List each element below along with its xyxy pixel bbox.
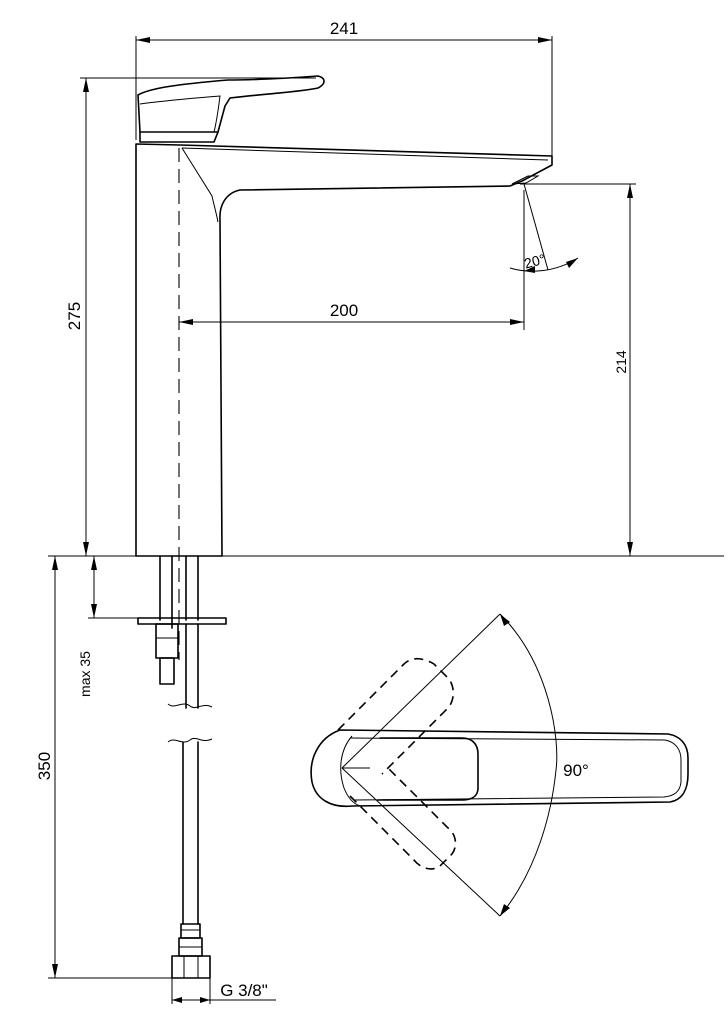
- rotation-construction-line-1: [341, 613, 501, 769]
- overall-height-label: 275: [65, 302, 84, 330]
- handle-inner-outline: [349, 737, 682, 801]
- handle-top-view: [310, 613, 689, 917]
- lever-handle-detail: [139, 95, 221, 133]
- spout-angle-label: 20°: [522, 251, 547, 272]
- handle-rotation-label: 90°: [563, 761, 589, 780]
- hose-length-label: 350: [35, 752, 54, 780]
- mounting-nut: [159, 657, 175, 685]
- cartridge-cap: [139, 131, 219, 143]
- dimension-lines: [48, 36, 724, 1004]
- rotation-construction-line-2: [341, 767, 501, 917]
- spout-height-label: 214: [613, 350, 629, 374]
- rotation-arc: [499, 613, 558, 917]
- faucet-body: [135, 143, 553, 557]
- body-inner-contour: [181, 147, 219, 223]
- mounting-plate: [137, 617, 227, 625]
- handle-grip: [377, 737, 479, 801]
- supply-tubes: [159, 555, 199, 629]
- connection-thread-label: G 3/8": [220, 981, 268, 1000]
- handle-main-outline: [310, 729, 689, 808]
- spout-reach-label: 200: [330, 301, 358, 320]
- mounting-stud: [155, 623, 179, 659]
- connection-nut: [171, 955, 211, 979]
- faucet-side-view: [135, 75, 553, 979]
- max-counter-thickness-label: max 35: [77, 651, 93, 697]
- spout-top-contour: [181, 147, 549, 161]
- lever-handle: [137, 75, 325, 133]
- overall-width-label: 241: [330, 19, 358, 38]
- aerator-outlet: [511, 175, 540, 185]
